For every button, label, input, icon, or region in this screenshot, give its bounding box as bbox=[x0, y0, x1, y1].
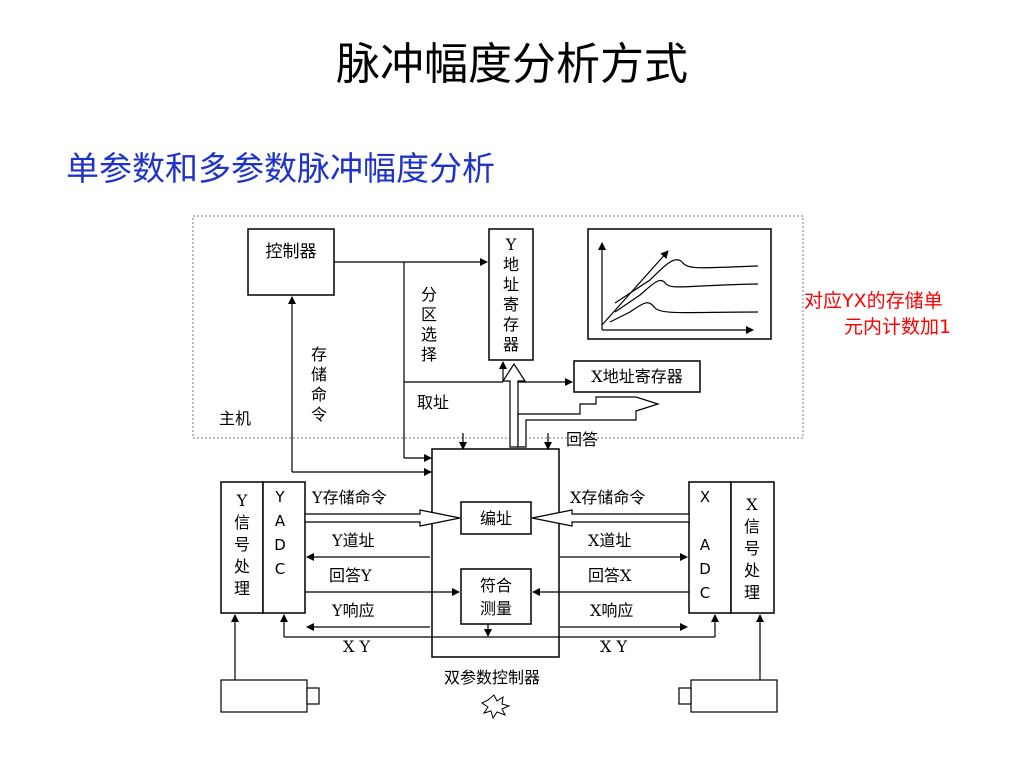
host-label: 主机 bbox=[219, 409, 251, 428]
x-signal-processing-label: X 信 号 处 理 bbox=[744, 495, 760, 602]
svg-text:A: A bbox=[700, 536, 711, 554]
svg-text:处: 处 bbox=[234, 557, 250, 576]
coincidence-label-2: 测量 bbox=[480, 599, 512, 618]
svg-text:C: C bbox=[700, 584, 710, 602]
svg-text:X: X bbox=[746, 495, 758, 514]
y-adc-label: Y A D C bbox=[274, 488, 286, 578]
reply-y-label: 回答Y bbox=[329, 566, 372, 585]
svg-text:理: 理 bbox=[234, 579, 250, 598]
svg-text:存: 存 bbox=[503, 315, 519, 334]
y-channel-address-label: Y道址 bbox=[331, 531, 375, 550]
svg-text:储: 储 bbox=[311, 365, 327, 384]
svg-text:器: 器 bbox=[503, 335, 519, 354]
svg-text:分: 分 bbox=[421, 285, 437, 304]
svg-text:择: 择 bbox=[421, 345, 437, 364]
y-address-register-label: Y 地 址 寄 存 器 bbox=[503, 235, 519, 354]
encode-label: 编址 bbox=[480, 509, 512, 528]
x-adc-box bbox=[688, 481, 732, 614]
x-detector-icon bbox=[678, 679, 778, 713]
svg-text:理: 理 bbox=[744, 583, 760, 602]
x-store-command-label: X存储命令 bbox=[570, 488, 645, 507]
y-address-register bbox=[488, 228, 534, 361]
controller-label: 控制器 bbox=[266, 242, 317, 262]
host-connections bbox=[288, 258, 573, 476]
y-signal-processing-label: Y 信 号 处 理 bbox=[234, 491, 250, 598]
host-frame bbox=[192, 215, 804, 439]
hollow-arrows bbox=[501, 362, 660, 448]
svg-text:C: C bbox=[275, 560, 285, 578]
fetch-address-label: 取址 bbox=[417, 393, 449, 412]
svg-text:信: 信 bbox=[234, 513, 250, 532]
annotation-text: 对应YX的存储单 元内计数加1 bbox=[804, 288, 1004, 340]
svg-text:址: 址 bbox=[503, 275, 519, 294]
xy-right-label: X Y bbox=[600, 637, 627, 656]
svg-text:Y: Y bbox=[274, 488, 285, 506]
reply-x-label: 回答X bbox=[588, 566, 632, 585]
svg-text:Y: Y bbox=[505, 235, 517, 254]
encode-box bbox=[460, 501, 532, 535]
coincidence-box bbox=[460, 568, 532, 625]
svg-text:X: X bbox=[700, 488, 710, 506]
svg-text:存: 存 bbox=[311, 345, 327, 364]
partition-select-label: 分 区 选 择 bbox=[421, 285, 437, 364]
controller-box bbox=[247, 228, 335, 296]
svg-text:D: D bbox=[699, 560, 711, 578]
svg-text:D: D bbox=[274, 536, 286, 554]
y-adc-box bbox=[262, 481, 306, 614]
spark-icon bbox=[481, 694, 511, 720]
svg-text:令: 令 bbox=[311, 405, 327, 424]
svg-text:号: 号 bbox=[234, 535, 250, 554]
xy-left-label: X Y bbox=[343, 637, 370, 656]
svg-text:命: 命 bbox=[311, 385, 327, 404]
x-address-register-label: X地址寄存器 bbox=[591, 367, 682, 386]
x-signal-processing-box bbox=[730, 481, 775, 614]
x-address-register bbox=[573, 360, 701, 393]
y-response-label: Y响应 bbox=[331, 601, 375, 620]
annotation-line-1: 对应YX的存储单 bbox=[804, 290, 943, 312]
annotation-line-2: 元内计数加1 bbox=[844, 316, 952, 338]
dual-parameter-controller-label: 双参数控制器 bbox=[444, 668, 540, 687]
svg-text:地: 地 bbox=[503, 255, 519, 274]
reply-label: 回答 bbox=[566, 430, 598, 449]
svg-text:号: 号 bbox=[744, 539, 760, 558]
svg-text:处: 处 bbox=[744, 561, 760, 580]
spectrum-plot bbox=[598, 242, 759, 334]
svg-text:Y: Y bbox=[236, 491, 248, 510]
coincidence-label-1: 符合 bbox=[480, 576, 512, 595]
y-detector-icon bbox=[220, 679, 320, 713]
y-store-command-label: Y存储命令 bbox=[311, 488, 387, 507]
page-subtitle: 单参数和多参数脉冲幅度分析 bbox=[66, 149, 495, 188]
x-adc-label: X A D C bbox=[699, 488, 711, 602]
y-signal-processing-box bbox=[220, 481, 264, 614]
store-command-label: 存 储 命 令 bbox=[311, 345, 327, 424]
page-title: 脉冲幅度分析方式 bbox=[336, 39, 688, 90]
svg-text:寄: 寄 bbox=[503, 295, 519, 314]
dual-parameter-controller bbox=[431, 448, 560, 658]
svg-text:A: A bbox=[275, 512, 286, 530]
x-response-label: X响应 bbox=[590, 601, 633, 620]
x-channel-address-label: X道址 bbox=[588, 531, 631, 550]
signal-connections bbox=[231, 509, 764, 680]
svg-text:选: 选 bbox=[421, 325, 437, 344]
svg-text:区: 区 bbox=[421, 305, 437, 324]
svg-text:信: 信 bbox=[744, 517, 760, 536]
